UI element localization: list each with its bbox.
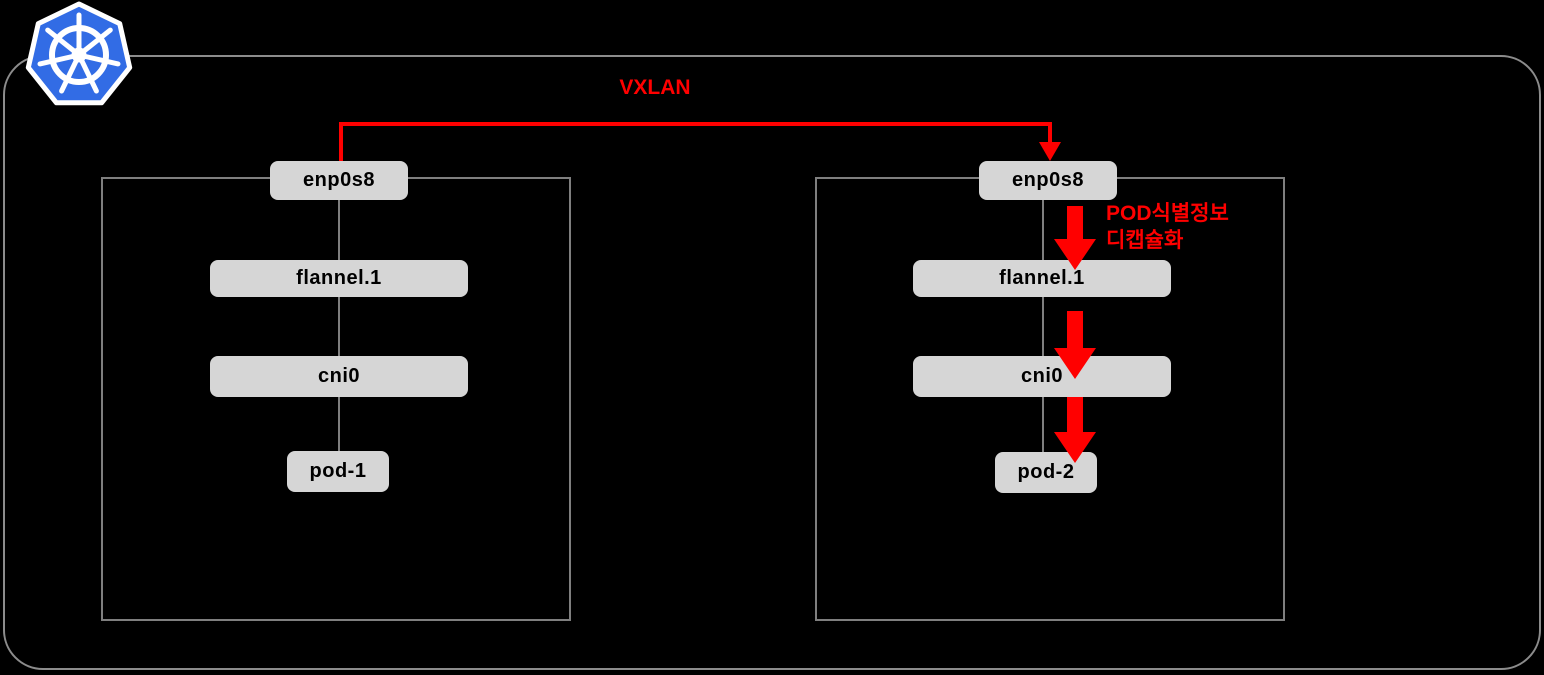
connector-right-flannel-cni0 <box>1042 297 1044 356</box>
connector-left-cni0-pod <box>338 397 340 451</box>
interface-box-flannel-right: flannel.1 <box>913 260 1171 297</box>
pod-box-pod-1: pod-1 <box>287 451 389 492</box>
connector-right-cni0-pod <box>1042 397 1044 452</box>
decapsulation-label: POD식별정보 디캡슐화 <box>1106 200 1229 254</box>
interface-box-enp0s8-left: enp0s8 <box>270 161 408 200</box>
interface-box-enp0s8-right: enp0s8 <box>979 161 1117 200</box>
connector-left-flannel-cni0 <box>338 297 340 356</box>
node-1-boundary <box>101 177 571 621</box>
decapsulation-label-line1: POD식별정보 <box>1106 202 1229 225</box>
kubernetes-logo-icon <box>25 1 133 106</box>
decapsulation-label-line2: 디캡슐화 <box>1106 229 1184 252</box>
interface-box-flannel-left: flannel.1 <box>210 260 468 297</box>
cluster-boundary <box>3 55 1541 670</box>
interface-box-cni0-right: cni0 <box>913 356 1171 397</box>
interface-box-cni0-left: cni0 <box>210 356 468 397</box>
connector-right-enp0s8-flannel <box>1042 200 1044 260</box>
vxlan-label: VXLAN <box>619 76 691 99</box>
pod-box-pod-2: pod-2 <box>995 452 1097 493</box>
connector-left-enp0s8-flannel <box>338 200 340 260</box>
